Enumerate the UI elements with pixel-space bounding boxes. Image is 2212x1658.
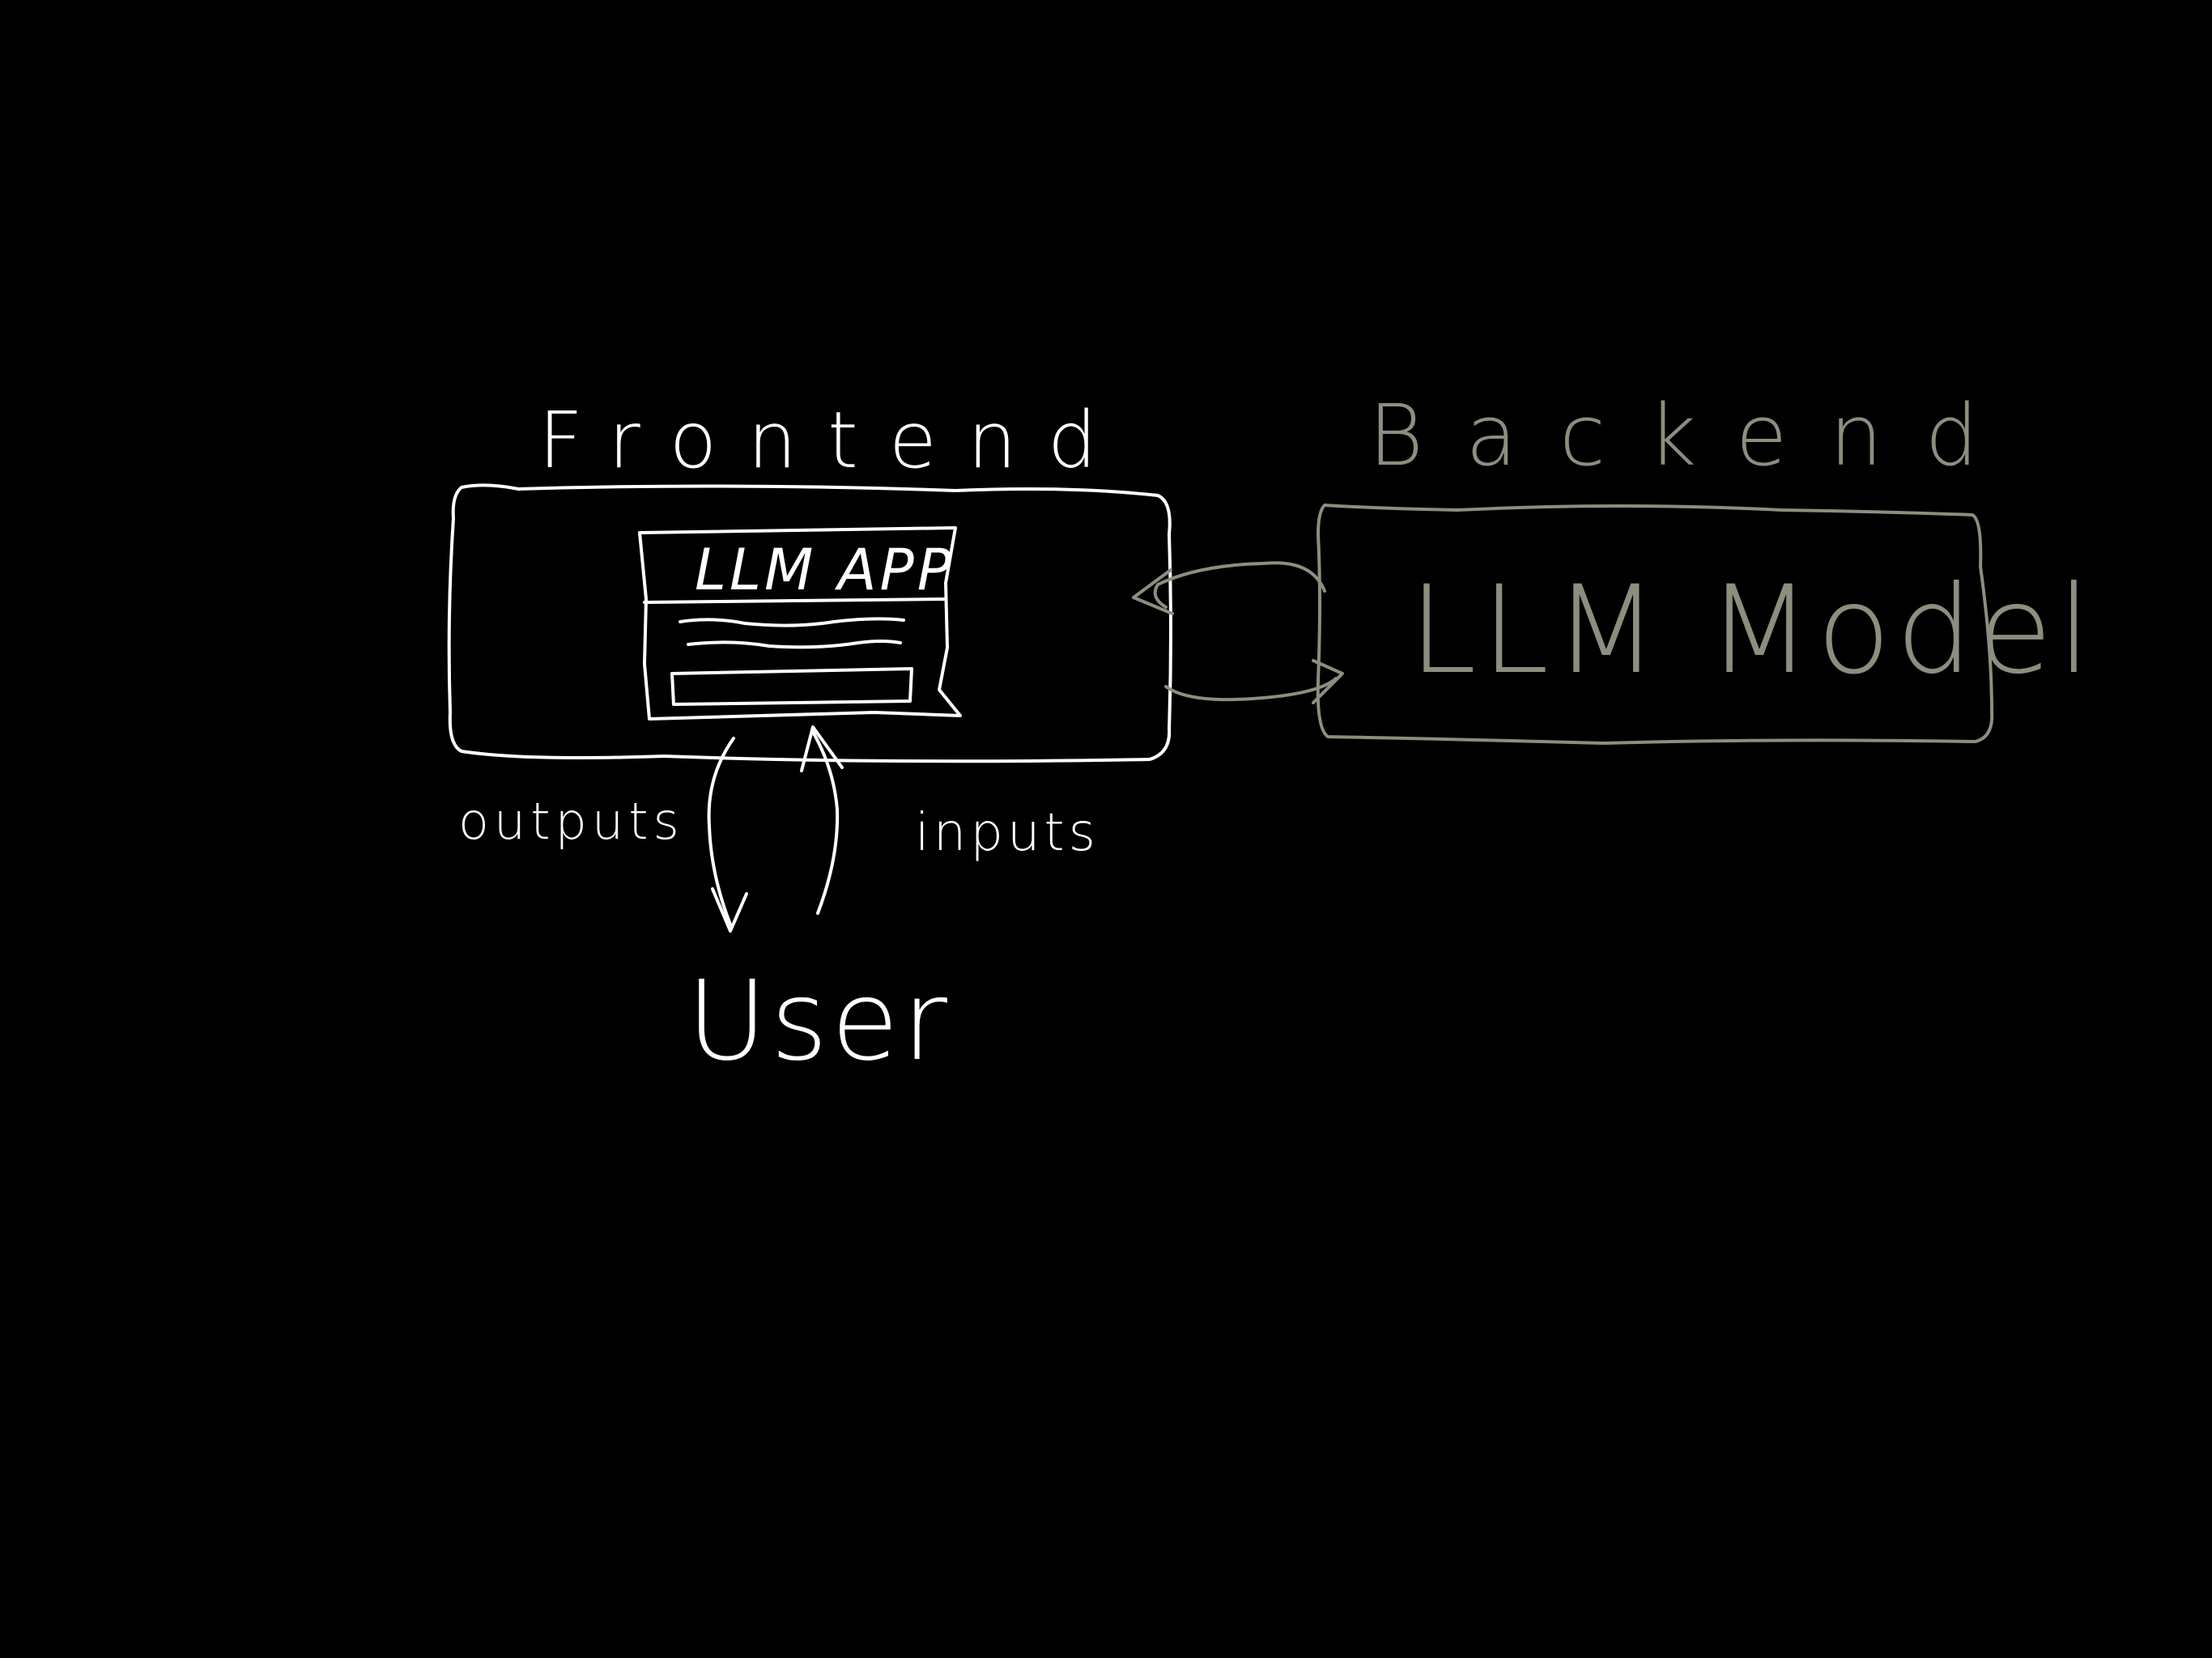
llm-model-label: LLM Model	[1409, 560, 2096, 701]
llm-app-text-line-2	[687, 640, 902, 649]
outputs-arrow	[707, 737, 735, 926]
inputs-arrow	[811, 730, 840, 915]
backend-group: Backend LLM Model	[1132, 386, 2096, 745]
frontend-group: Frontend LLM APP	[447, 395, 1172, 763]
llm-app-text-line-1	[678, 617, 905, 627]
backend-to-frontend-arrow	[1153, 561, 1326, 609]
backend-title: Backend	[1368, 386, 2020, 485]
user-label: User	[687, 958, 951, 1086]
frontend-box	[447, 483, 1172, 763]
frontend-to-backend-arrowhead-icon	[1312, 659, 1344, 704]
backend-to-frontend-arrowhead-icon	[1132, 568, 1174, 615]
outputs-label: outputs	[458, 792, 684, 851]
llm-app-frame	[638, 526, 962, 721]
llm-app-window: LLM APP	[638, 526, 962, 721]
outputs-arrowhead-icon	[711, 887, 748, 933]
backend-box	[1316, 504, 1994, 745]
user-group: outputs inputs User	[458, 725, 1100, 1086]
llm-app-title: LLM APP	[695, 537, 955, 603]
frontend-title: Frontend	[538, 395, 1128, 486]
frontend-to-backend-arrow	[1164, 677, 1338, 702]
inputs-label: inputs	[915, 803, 1100, 863]
llm-app-input-box	[670, 667, 913, 706]
inputs-arrowhead-icon	[800, 725, 844, 772]
llm-app-divider	[643, 597, 946, 604]
